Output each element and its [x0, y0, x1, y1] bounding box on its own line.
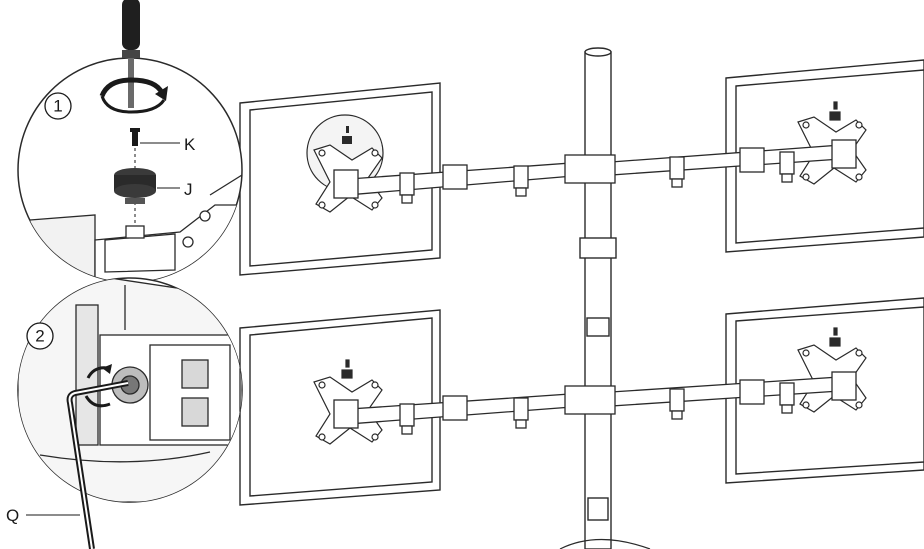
- bottom-arm: [333, 371, 857, 435]
- screw-marker-top-left: [342, 126, 352, 144]
- top-arm: [333, 139, 857, 204]
- step-1-badge: [44, 92, 72, 120]
- step-2-number: 2: [35, 327, 44, 346]
- label-j: J: [184, 180, 193, 199]
- knob-j: [114, 168, 180, 204]
- screw-k: [130, 128, 180, 146]
- step-1-number: 1: [53, 97, 62, 116]
- label-q: Q: [6, 506, 19, 525]
- detail-view-step-2: 2: [17, 277, 243, 549]
- label-k: K: [184, 135, 196, 154]
- detail-view-step-1: 1 K J: [17, 0, 243, 283]
- rotation-arrow-icon: [84, 364, 112, 408]
- support-pole: [559, 47, 651, 549]
- rotation-arrow-icon: [99, 77, 168, 114]
- step-2-badge: [26, 322, 54, 350]
- screwdriver-icon: [122, 0, 140, 108]
- allen-key-icon: [66, 380, 129, 549]
